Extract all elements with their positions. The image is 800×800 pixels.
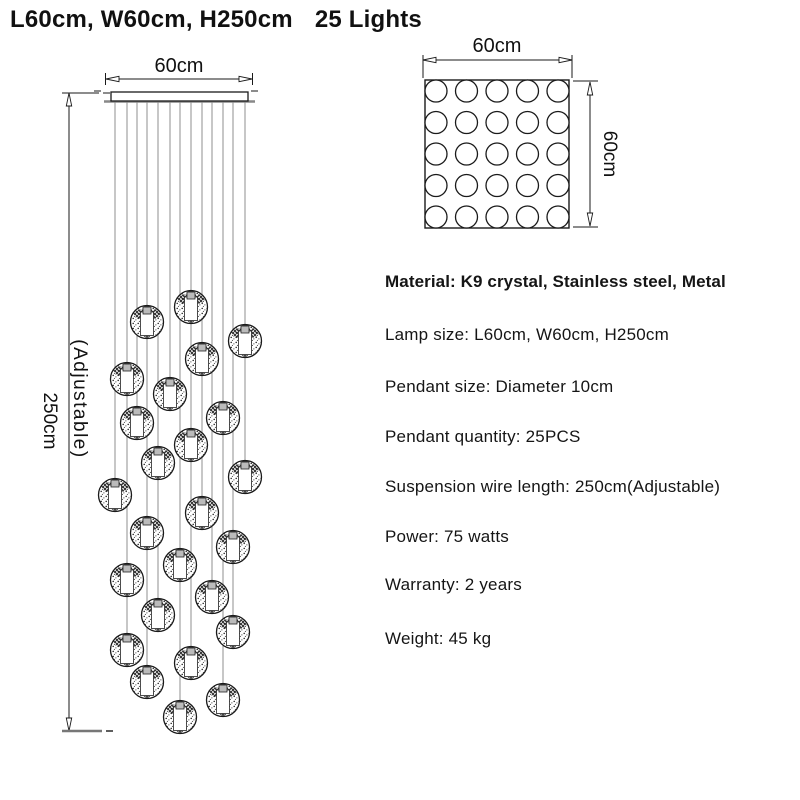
grid-circle	[424, 79, 448, 103]
side-width-dimension: 60cm	[105, 55, 253, 85]
grid-circle	[485, 205, 509, 229]
top-width-label: 60cm	[473, 35, 522, 57]
grid-circle	[546, 173, 570, 198]
spec-line-pendant-quantity: Pendant quantity: 25PCS	[385, 427, 581, 446]
page-title: L60cm, W60cm, H250cm 25 Lights	[10, 6, 422, 34]
dimension-arrowhead	[586, 212, 594, 227]
top-height-dimension: 60cm	[573, 80, 620, 228]
grid-circle	[424, 142, 448, 166]
grid-circle	[515, 110, 540, 135]
pendant-grid	[424, 79, 570, 229]
pendant-ball	[109, 562, 145, 598]
spec-line-warranty: Warranty: 2 years	[385, 575, 522, 594]
grid-circle	[454, 205, 479, 229]
pendant-ball	[109, 632, 145, 668]
pendant-ball	[173, 645, 209, 681]
pendant-ball	[173, 289, 209, 325]
pendant-ball	[140, 597, 176, 633]
grid-circle	[546, 110, 570, 135]
grid-circle	[424, 110, 448, 135]
pendant-ball	[215, 529, 251, 565]
pendant-ball	[173, 427, 209, 463]
side-height-label: 250cm	[39, 392, 60, 449]
pendant-ball	[129, 664, 165, 700]
pendant-ball	[194, 579, 230, 615]
top-view-diagram: 60cm 60cm	[422, 35, 620, 229]
title-dimensions: L60cm, W60cm, H250cm	[10, 6, 293, 33]
ceiling-plate	[110, 91, 249, 102]
dimension-arrowhead	[238, 75, 253, 83]
pendant-ball	[205, 400, 241, 436]
spec-line-pendant-size: Pendant size: Diameter 10cm	[385, 377, 614, 396]
grid-circle	[485, 79, 509, 103]
grid-circle	[454, 110, 479, 135]
dimension-arrowhead	[105, 75, 120, 83]
pendant-ball	[184, 495, 220, 531]
grid-circle	[454, 173, 479, 198]
pendant-ball	[162, 547, 198, 583]
pendant-ball	[205, 682, 241, 718]
pendant-ball	[215, 614, 251, 650]
dimension-arrowhead	[586, 81, 594, 96]
grid-circle	[485, 142, 509, 166]
pendant-ball	[109, 361, 145, 397]
grid-circle	[424, 173, 448, 198]
pendant-ball	[152, 376, 188, 412]
side-height-dimension: 250cm (Adjustable)	[39, 92, 113, 733]
pendant-ball	[129, 304, 165, 340]
dimension-arrowhead	[558, 56, 573, 64]
grid-circle	[546, 79, 570, 103]
dimension-arrowhead	[422, 56, 437, 64]
grid-circle	[454, 79, 479, 103]
pendant-balls	[97, 289, 263, 735]
spec-line-wire-length: Suspension wire length: 250cm(Adjustable…	[385, 477, 721, 496]
grid-circle	[424, 205, 448, 229]
top-width-dimension: 60cm	[422, 35, 573, 78]
spec-line-power: Power: 75 watts	[385, 527, 509, 546]
pendant-ball	[97, 477, 133, 513]
side-width-label: 60cm	[155, 55, 204, 77]
pendant-ball	[140, 445, 176, 481]
spec-line-weight: Weight: 45 kg	[385, 629, 492, 648]
pendant-ball	[162, 699, 198, 735]
grid-circle	[485, 173, 509, 198]
grid-circle	[515, 173, 540, 198]
pendant-ball	[129, 515, 165, 551]
dimension-arrowhead	[65, 717, 73, 732]
grid-circle	[515, 79, 540, 103]
side-view-diagram: 60cm 250cm (Adjustable)	[39, 55, 263, 735]
pendant-ball	[184, 341, 220, 377]
grid-circle	[546, 142, 570, 166]
pendant-ball	[227, 323, 263, 359]
dimension-arrowhead	[65, 92, 73, 107]
grid-circle	[515, 142, 540, 166]
grid-circle	[546, 205, 570, 229]
spec-line-lamp-size: Lamp size: L60cm, W60cm, H250cm	[385, 325, 669, 344]
spec-line-material: Material: K9 crystal, Stainless steel, M…	[385, 272, 726, 291]
pendant-ball	[227, 459, 263, 495]
grid-circle	[515, 205, 540, 229]
top-height-label: 60cm	[599, 131, 620, 177]
grid-circle	[454, 142, 479, 166]
pendant-ball	[119, 405, 155, 441]
title-lights-count: 25 Lights	[314, 6, 422, 33]
side-adjustable-label: (Adjustable)	[69, 339, 90, 458]
grid-circle	[485, 110, 509, 135]
